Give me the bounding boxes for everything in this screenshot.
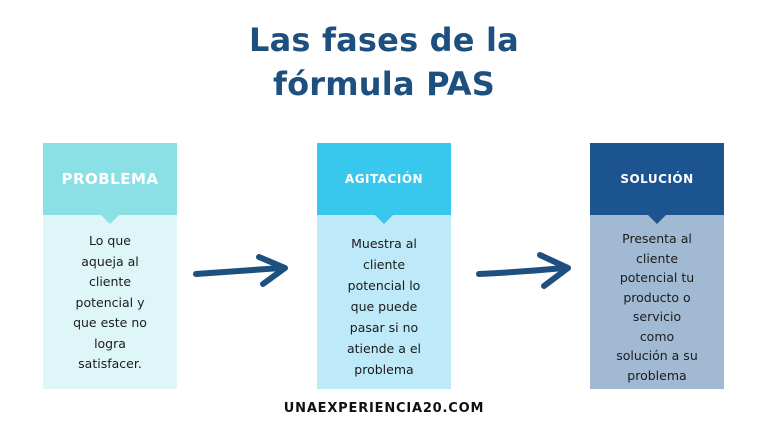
description-line: problema <box>627 367 687 383</box>
website-footer: UNAEXPERIENCIA20.COM <box>283 401 485 416</box>
phase-card-agitacion: AGITACIÓN Muestra al cliente potencial l… <box>317 143 451 389</box>
arrow-right-icon <box>476 252 571 289</box>
description-line: Muestra al <box>351 236 417 251</box>
description-line: potencial y <box>75 294 145 310</box>
notch-pointer <box>374 214 394 224</box>
description-line: cliente <box>88 274 132 289</box>
phase-header-label: SOLUCIÓN <box>620 172 694 186</box>
description-line: producto o <box>623 289 691 305</box>
phase-description-solucion: Presenta al cliente potencial tu product… <box>590 215 724 389</box>
description-line: que puede <box>350 299 418 314</box>
phase-description-problema: Lo que aqueja al cliente potencial y que… <box>43 215 177 389</box>
arrow-right-icon <box>193 254 288 287</box>
description-line: satisfacer. <box>78 356 142 371</box>
phase-header-solucion: SOLUCIÓN <box>590 143 724 224</box>
description-line: servicio <box>632 309 682 324</box>
description-line: cliente <box>635 250 679 266</box>
description-line: problema <box>354 362 414 377</box>
description-line: Presenta al <box>622 231 692 246</box>
description-line: cliente <box>362 257 406 272</box>
phase-description-agitacion: Muestra al cliente potencial lo que pued… <box>317 215 451 389</box>
description-line: pasar si no <box>349 320 419 335</box>
phase-card-problema: PROBLEMA Lo que aqueja al cliente potenc… <box>43 143 177 389</box>
phase-header-agitacion: AGITACIÓN <box>317 143 451 224</box>
description-line: atiende a el <box>346 341 422 356</box>
description-line: potencial tu <box>619 270 695 285</box>
title-line-2: fórmula PAS <box>272 65 496 103</box>
description-line: Lo que <box>89 233 131 248</box>
phase-header-label: PROBLEMA <box>61 170 159 188</box>
phase-header-problema: PROBLEMA <box>43 143 177 224</box>
description-line: aqueja al <box>81 253 139 269</box>
phase-card-solucion: SOLUCIÓN Presenta al cliente potencial t… <box>590 143 724 389</box>
phase-header-label: AGITACIÓN <box>344 172 424 186</box>
description-line: potencial lo <box>347 278 421 293</box>
description-line: logra <box>94 335 126 351</box>
page-title: Las fases de la fórmula PAS <box>0 18 768 106</box>
notch-pointer <box>647 214 667 224</box>
description-line: que este no <box>73 315 147 330</box>
description-line: como <box>639 328 675 344</box>
description-line: solución a su <box>616 348 698 363</box>
notch-pointer <box>100 214 120 224</box>
title-line-1: Las fases de la <box>249 21 519 59</box>
